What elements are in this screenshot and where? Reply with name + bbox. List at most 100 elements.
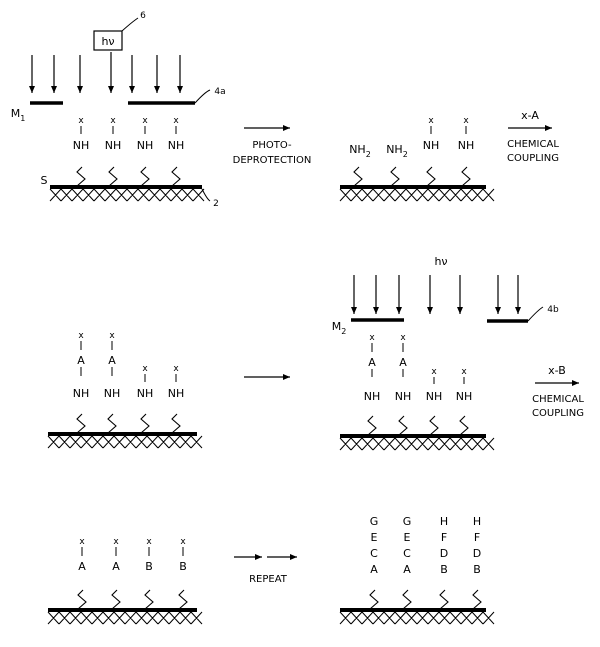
p2-linker-2 (426, 166, 436, 187)
p4-molecule-2-0: x (431, 367, 437, 377)
p5-substrate-hatch (47, 611, 203, 625)
p3-molecule-0-0: x (78, 331, 84, 341)
p2-linker-1 (390, 166, 400, 187)
p4-molecule-0-0: x (369, 333, 375, 343)
ref-6-label: 6 (140, 11, 146, 21)
mask-m1-label-main: M (11, 107, 21, 120)
p6-linker-1 (402, 589, 412, 610)
p5-molecule-0-1: A (78, 560, 86, 573)
ref-6-leader (121, 17, 139, 32)
mask-m1-label: M1 (11, 107, 26, 123)
p4-linker-3 (459, 415, 469, 436)
p6-molecule-3-3: B (473, 563, 481, 576)
p5-molecule-1-0: x (113, 537, 119, 547)
ref-4b-label: 4b (547, 305, 559, 315)
p2-molecule-1-nh2-subscript: 2 (403, 150, 408, 159)
p6-molecule-1-0: G (403, 515, 412, 528)
p4-molecule-1-1: A (399, 356, 407, 369)
p1-molecule-2-1: NH (137, 139, 154, 152)
p3-linker-1 (107, 413, 117, 434)
light-source-box (93, 30, 123, 51)
p4-molecule-0-2: NH (364, 390, 381, 403)
p1-molecule-1-1: NH (105, 139, 122, 152)
p1-molecule-0-0: x (78, 116, 84, 126)
p1-molecule-2-0: x (142, 116, 148, 126)
p1-linker-1 (108, 166, 118, 187)
mask-m2-label-main: M (332, 320, 342, 333)
coupling-b-caption-1: CHEMICAL (532, 394, 584, 405)
p1-linker-3 (171, 166, 181, 187)
p4-molecule-1-2: NH (395, 390, 412, 403)
p6-molecule-2-2: D (440, 547, 448, 560)
ref-S-label: S (41, 174, 48, 187)
p5-molecule-2-0: x (146, 537, 152, 547)
p5-molecule-3-0: x (180, 537, 186, 547)
p3-molecule-3-1: NH (168, 387, 185, 400)
p6-molecule-2-3: B (440, 563, 448, 576)
coupling-a-caption-2: COUPLING (507, 153, 559, 164)
p6-molecule-2-1: F (441, 531, 447, 544)
reagent-a-label: x-A (521, 109, 539, 122)
mask-m2-label: M2 (332, 320, 347, 336)
ref-2-label: 2 (213, 199, 219, 209)
repeat-caption: REPEAT (249, 574, 288, 585)
p1-molecule-1-0: x (110, 116, 116, 126)
p2-molecule-2-1: NH (423, 139, 440, 152)
coupling-a-caption-1: CHEMICAL (507, 139, 559, 150)
p3-substrate-hatch (47, 435, 203, 449)
p4-molecule-3-1: NH (456, 390, 473, 403)
p6-molecule-3-2: D (473, 547, 481, 560)
p2-molecule-2-0: x (428, 116, 434, 126)
p6-molecule-0-0: G (370, 515, 379, 528)
p2-molecule-3-0: x (463, 116, 469, 126)
p3-molecule-1-2: NH (104, 387, 121, 400)
photo-caption-1: PHOTO- (252, 140, 292, 151)
p3-molecule-2-1: NH (137, 387, 154, 400)
p3-molecule-1-0: x (109, 331, 115, 341)
ref-4b-leader (527, 306, 544, 322)
p3-molecule-1-1: A (108, 354, 116, 367)
p6-linker-3 (472, 589, 482, 610)
p1-molecule-3-0: x (173, 116, 179, 126)
p6-molecule-3-1: F (474, 531, 480, 544)
p5-molecule-1-1: A (112, 560, 120, 573)
p2-substrate-hatch (339, 188, 495, 202)
p4-molecule-3-0: x (461, 367, 467, 377)
p2-molecule-1-nh2: NH2 (386, 143, 408, 159)
p6-molecule-0-1: E (371, 531, 378, 544)
photo-caption-2: DEPROTECTION (233, 155, 312, 166)
p2-linker-3 (461, 166, 471, 187)
p2-molecule-1-nh2-main: NH (386, 143, 403, 156)
p2-molecule-3-1: NH (458, 139, 475, 152)
p5-linker-1 (111, 589, 121, 610)
p1-molecule-0-1: NH (73, 139, 90, 152)
p6-molecule-0-3: A (370, 563, 378, 576)
mask-m2-label-subscript: 2 (341, 327, 346, 336)
p6-molecule-1-2: C (403, 547, 411, 560)
p4-molecule-0-1: A (368, 356, 376, 369)
p3-linker-0 (76, 413, 86, 434)
p3-molecule-0-2: NH (73, 387, 90, 400)
p5-molecule-2-1: B (145, 560, 153, 573)
p5-molecule-3-1: B (179, 560, 187, 573)
p1-substrate-hatch (49, 188, 205, 202)
hv-label: hν (101, 35, 114, 48)
p3-molecule-3-0: x (173, 364, 179, 374)
ref-4a-label: 4a (214, 87, 225, 97)
ref-2-leader (201, 188, 211, 202)
p2-molecule-0-nh2-main: NH (349, 143, 366, 156)
p4-molecule-2-1: NH (426, 390, 443, 403)
p4-linker-0 (367, 415, 377, 436)
p5-linker-0 (77, 589, 87, 610)
p4-substrate-hatch (339, 437, 495, 451)
mask-m1-label-subscript: 1 (20, 114, 25, 123)
p3-linker-3 (171, 413, 181, 434)
coupling-b-caption-2: COUPLING (532, 408, 584, 419)
p6-molecule-1-3: A (403, 563, 411, 576)
p3-linker-2 (140, 413, 150, 434)
p4-molecule-1-0: x (400, 333, 406, 343)
p1-linker-0 (76, 166, 86, 187)
p4-linker-1 (398, 415, 408, 436)
p2-molecule-0-nh2-subscript: 2 (366, 150, 371, 159)
